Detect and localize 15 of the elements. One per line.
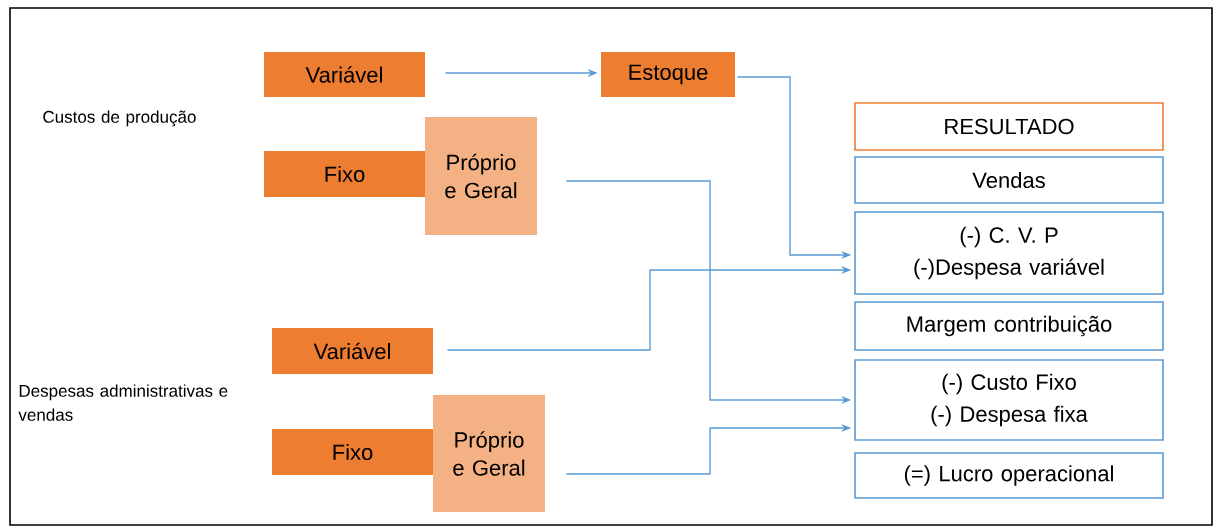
category-box: Variável [264, 52, 425, 97]
result-row-box: (=) Lucro operacional [854, 452, 1164, 499]
result-header-box: RESULTADO [854, 102, 1164, 151]
result-row-box: (-) C. V. P (-)Despesa variável [854, 211, 1164, 295]
category-box: Estoque [601, 52, 735, 97]
result-row-box: Margem contribuição [854, 301, 1164, 351]
group-label: Custos de produção [43, 110, 196, 127]
category-box: Fixo [272, 429, 433, 475]
result-row-box: Vendas [854, 156, 1164, 204]
group-label: Despesas administrativas e vendas [18, 384, 228, 421]
result-row-box: (-) Custo Fixo (-) Despesa fixa [854, 359, 1164, 441]
category-box: Variável [272, 328, 433, 374]
category-box: Próprio e Geral [433, 395, 545, 512]
category-box: Fixo [264, 151, 425, 197]
category-box: Próprio e Geral [425, 117, 537, 235]
